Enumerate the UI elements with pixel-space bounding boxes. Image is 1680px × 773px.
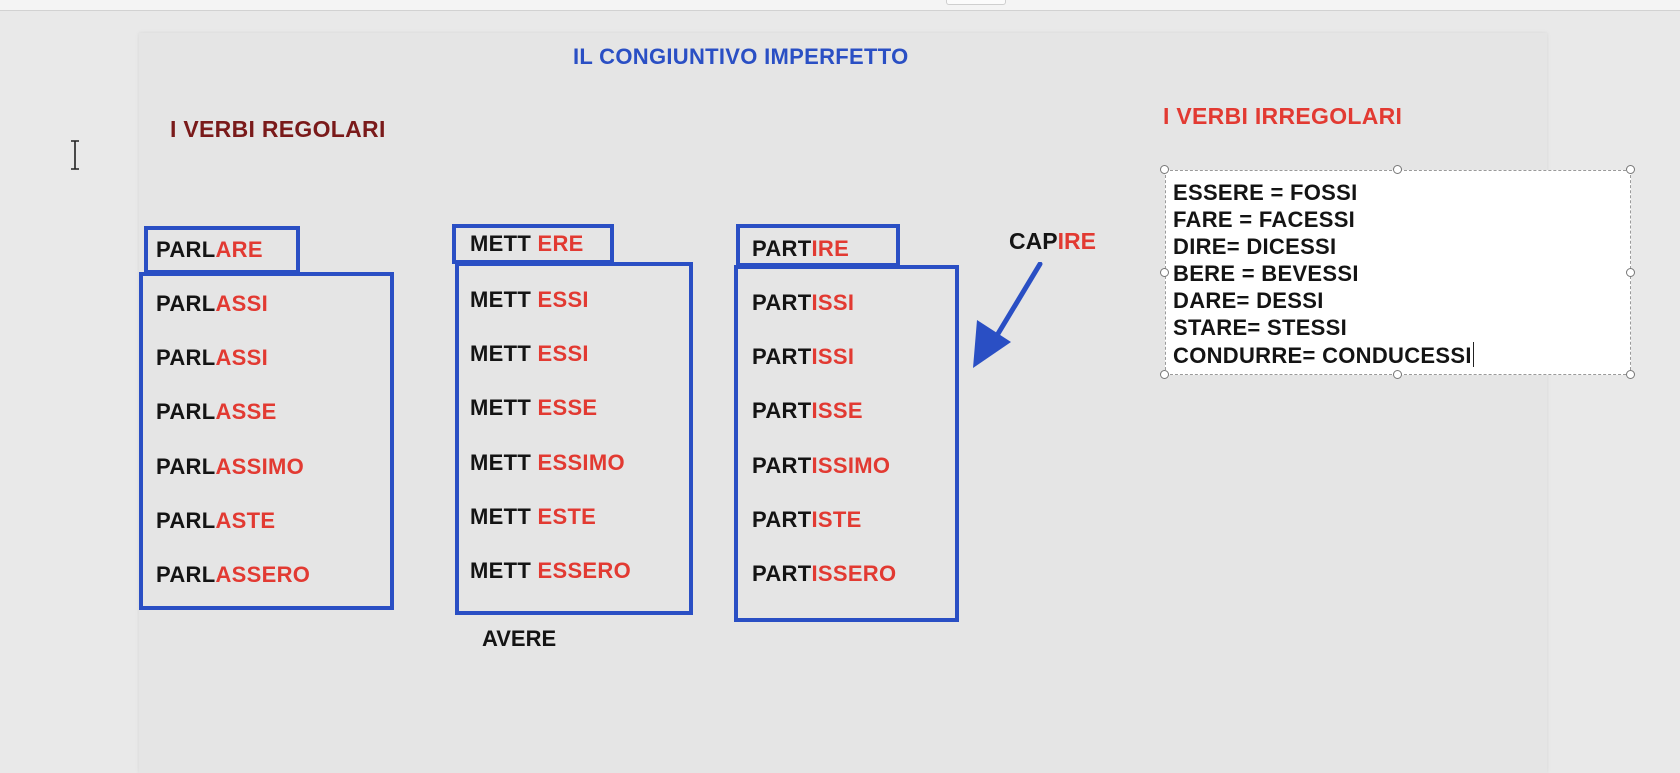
list-item: PARLASSI [156,345,269,370]
list-item: PARTISTE [752,507,862,532]
top-bar-handle[interactable] [946,0,1006,5]
resize-handle-bottom-left[interactable] [1160,370,1169,379]
partire-conjugation-box[interactable] [734,265,959,622]
irregular-verb-line-last: CONDURRE= CONDUCESSI [1173,342,1475,369]
list-item: PARLASSIMO [156,454,305,479]
parlare-infinitive: PARLARE [156,237,263,262]
list-item: PARTISSI [752,344,855,369]
list-item: METT ESTE [470,504,597,529]
irregular-verb-line: STARE= STESSI [1173,315,1348,340]
irregular-verb-line: DARE= DESSI [1173,288,1324,313]
list-item: METT ESSI [470,341,589,366]
resize-handle-middle-left[interactable] [1160,268,1169,277]
avere-label: AVERE [482,626,557,651]
list-item: PARTISSIMO [752,453,891,478]
resize-handle-top-middle[interactable] [1393,165,1402,174]
regular-verbs-heading: I VERBI REGOLARI [170,116,386,142]
slide-canvas[interactable] [139,33,1547,773]
list-item: PARLASSI [156,291,269,316]
mettere-infinitive: METT ERE [470,231,584,256]
list-item: METT ESSE [470,395,598,420]
parlare-conjugation-box[interactable] [139,272,394,610]
arrow-down-left-icon [973,262,1043,368]
list-item: PARLASSE [156,399,277,424]
window-top-bar [0,0,1680,11]
list-item: METT ESSERO [470,558,631,583]
list-item: PARTISSE [752,398,863,423]
mettere-conjugation-box[interactable] [455,262,693,615]
resize-handle-top-right[interactable] [1626,165,1635,174]
capire-label: CAPIRE [1009,228,1096,254]
list-item: PARLASSERO [156,562,311,587]
irregular-verb-line: DIRE= DICESSI [1173,234,1337,259]
slide-title: IL CONGIUNTIVO IMPERFETTO [573,44,909,69]
list-item: METT ESSI [470,287,589,312]
list-item: PARTISSERO [752,561,897,586]
i-beam-cursor-icon [71,140,79,170]
irregular-verb-line: BERE = BEVESSI [1173,261,1359,286]
list-item: METT ESSIMO [470,450,625,475]
list-item: PARLASTE [156,508,276,533]
irregular-verb-line: FARE = FACESSI [1173,207,1356,232]
irregular-verb-line: ESSERE = FOSSI [1173,180,1358,205]
resize-handle-bottom-right[interactable] [1626,370,1635,379]
partire-infinitive: PARTIRE [752,236,850,261]
irregular-verb-text: CONDURRE= CONDUCESSI [1173,343,1472,368]
resize-handle-bottom-middle[interactable] [1393,370,1402,379]
resize-handle-middle-right[interactable] [1626,268,1635,277]
resize-handle-top-left[interactable] [1160,165,1169,174]
list-item: PARTISSI [752,290,855,315]
irregular-verbs-heading: I VERBI IRREGOLARI [1163,103,1403,129]
text-caret [1472,342,1475,367]
